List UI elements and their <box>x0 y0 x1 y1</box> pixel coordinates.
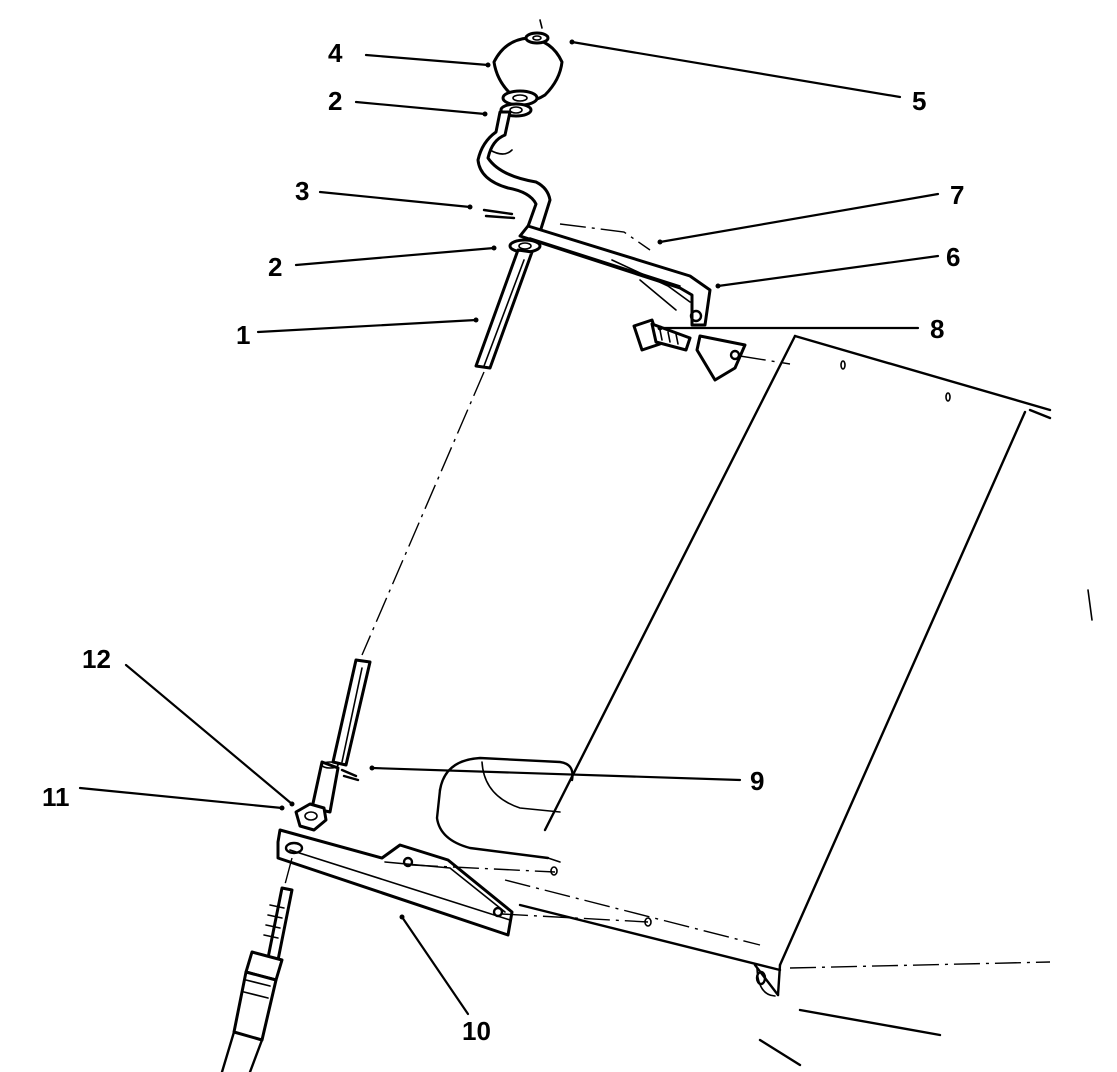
bracket-tab <box>695 334 791 382</box>
shift-rod <box>474 248 534 370</box>
housing-outline <box>435 756 1051 1067</box>
top-nut <box>524 19 550 45</box>
rod-centerline <box>361 371 485 656</box>
set-screw <box>340 768 360 782</box>
mounting-plate <box>276 828 649 937</box>
callout-3: 3 <box>295 176 309 206</box>
cotter-pin <box>482 208 516 220</box>
panel-plate <box>543 334 1093 997</box>
callout-labels: 4 5 2 3 7 2 6 1 8 12 11 9 10 <box>42 38 964 1046</box>
lower-rod <box>331 658 372 767</box>
shift-knob <box>492 36 564 107</box>
mounting-bolt <box>632 318 692 352</box>
callout-9: 9 <box>750 766 764 796</box>
control-cable <box>220 857 294 1072</box>
callout-6: 6 <box>946 242 960 272</box>
leader-lines <box>78 39 940 1016</box>
rod-coupler <box>310 760 340 814</box>
callout-1: 1 <box>236 320 250 350</box>
callout-7: 7 <box>950 180 964 210</box>
hex-nut <box>294 802 328 832</box>
callout-2-upper: 2 <box>328 86 342 116</box>
shift-lever <box>476 110 552 234</box>
callout-12: 12 <box>82 644 111 674</box>
lever-bracket <box>518 223 712 327</box>
callout-4: 4 <box>328 38 343 68</box>
callout-5: 5 <box>912 86 926 116</box>
callout-10: 10 <box>462 1016 491 1046</box>
callout-8: 8 <box>930 314 944 344</box>
callout-11: 11 <box>42 782 70 812</box>
callout-2-lower: 2 <box>268 252 282 282</box>
